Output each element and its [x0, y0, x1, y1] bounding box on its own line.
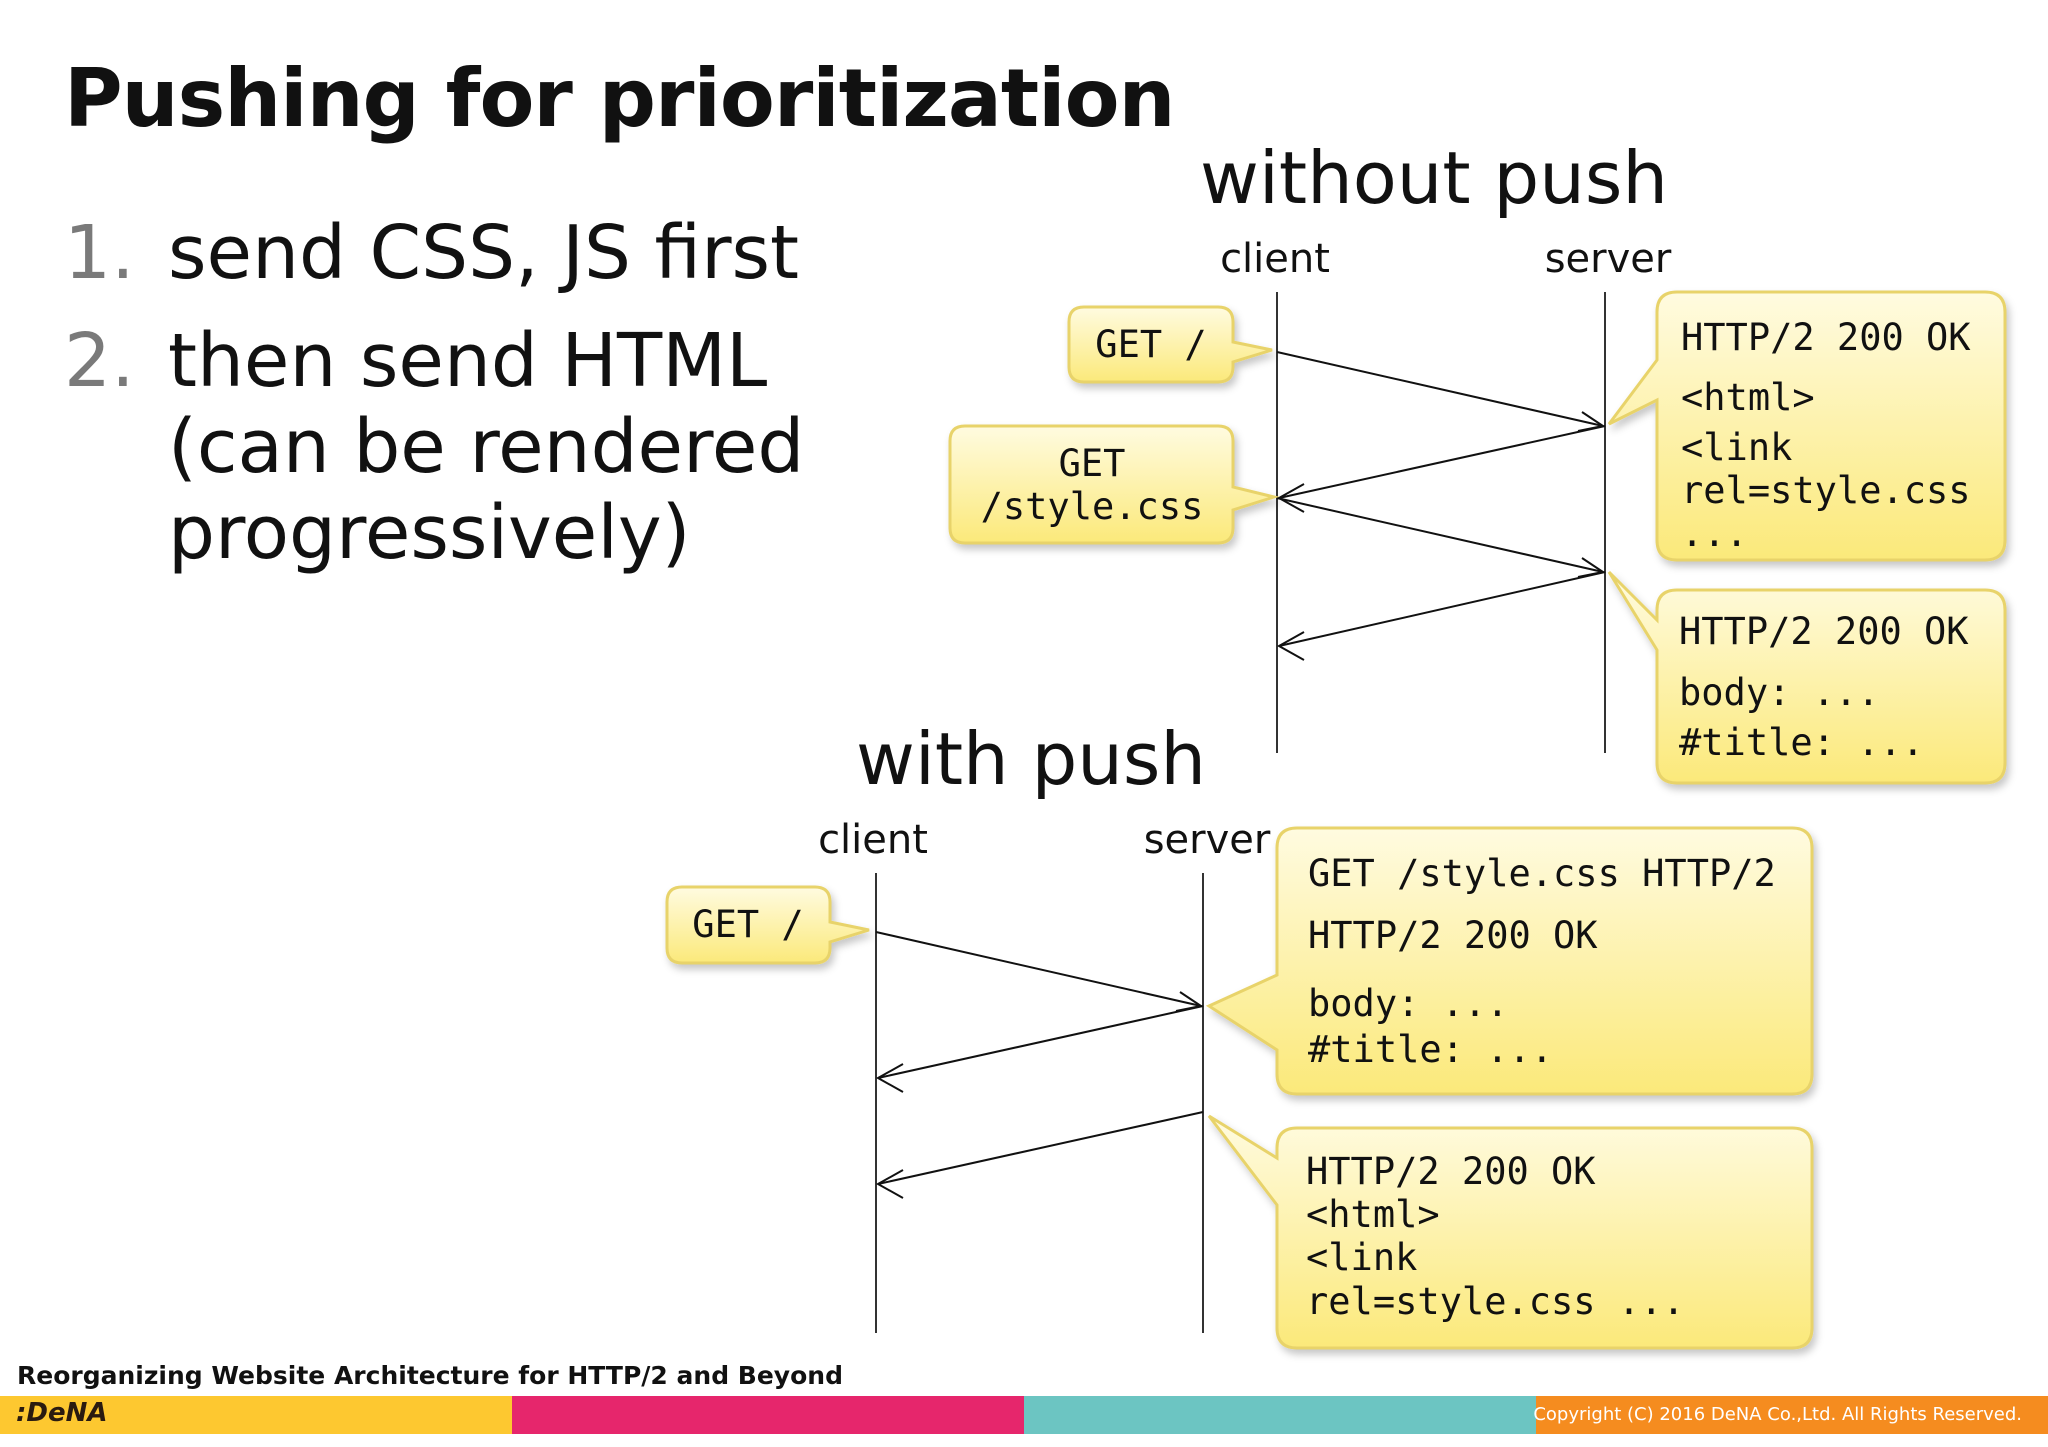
with-push-heading: with push — [856, 717, 1206, 801]
bubble-text: <link — [1306, 1236, 1417, 1279]
bubble-text: HTTP/2 200 OK — [1681, 316, 1971, 359]
speech-bubble: GET /style.css — [948, 424, 1280, 545]
speech-bubble: GET / — [1067, 305, 1273, 384]
bubble-text: GET / — [692, 903, 803, 946]
server-label: server — [1545, 236, 1672, 282]
speech-bubble: HTTP/2 200 OK <html> <link rel=style.css… — [1207, 1114, 1814, 1350]
speech-bubble: HTTP/2 200 OK <html> <link rel=style.css… — [1607, 290, 2007, 562]
dena-logo: :DeNA — [16, 1398, 108, 1428]
bullet-text: then send HTML — [168, 318, 768, 404]
bubble-text: body: ... — [1308, 982, 1508, 1025]
message-arrow — [1276, 425, 1606, 513]
copyright-notice: Copyright (C) 2016 DeNA Co.,Ltd. All Rig… — [1533, 1404, 2022, 1425]
bubble-text: GET /style.css HTTP/2 — [1308, 852, 1776, 895]
bubble-text: rel=style.css ... — [1306, 1280, 1685, 1323]
message-arrow — [875, 931, 1204, 1012]
footer-band — [1536, 1396, 2048, 1434]
footer-band — [1024, 1396, 1536, 1434]
bubble-text: ... — [1681, 512, 1748, 555]
footer-caption: Reorganizing Website Architecture for HT… — [17, 1361, 843, 1390]
footer-band — [512, 1396, 1024, 1434]
bubble-text: #title: ... — [1679, 721, 1924, 764]
bullet-text: (can be rendered — [168, 404, 805, 490]
without-push-diagram: without push client server GET / — [948, 136, 2007, 785]
message-arrow — [875, 1005, 1204, 1093]
speech-bubble: HTTP/2 200 OK body: ... #title: ... — [1607, 570, 2007, 785]
server-label: server — [1144, 817, 1271, 863]
footer-color-bar: :DeNA Copyright (C) 2016 DeNA Co.,Ltd. A… — [0, 1396, 2048, 1434]
bubble-text: <link — [1681, 426, 1792, 469]
bullet-number: 1. — [64, 210, 135, 296]
bubble-text: GET / — [1095, 323, 1206, 366]
client-label: client — [818, 817, 928, 863]
bubble-text: /style.css — [981, 485, 1204, 528]
message-arrow — [875, 1111, 1204, 1199]
message-arrow — [1276, 571, 1606, 661]
without-push-heading: without push — [1200, 136, 1668, 220]
bubble-text: rel=style.css — [1681, 469, 1971, 512]
speech-bubble: GET / — [665, 885, 870, 965]
bubble-text: HTTP/2 200 OK — [1679, 610, 1969, 653]
bubble-text: body: ... — [1679, 671, 1879, 714]
bullet-text: send CSS, JS first — [168, 210, 800, 296]
speech-bubble: GET /style.css HTTP/2 HTTP/2 200 OK body… — [1205, 826, 1814, 1096]
bubble-text: GET — [1059, 442, 1126, 485]
bubble-text: #title: ... — [1308, 1028, 1553, 1071]
with-push-diagram: with push client server GET / GET /style… — [665, 717, 1814, 1350]
bullet-text: progressively) — [168, 490, 691, 576]
client-label: client — [1220, 236, 1330, 282]
footer-band — [0, 1396, 512, 1434]
message-arrow — [1276, 351, 1606, 432]
bubble-text: HTTP/2 200 OK — [1308, 914, 1598, 957]
message-arrow — [1276, 497, 1606, 578]
bubble-text: HTTP/2 200 OK — [1306, 1150, 1596, 1193]
slide-title: Pushing for prioritization — [64, 52, 1175, 145]
bullet-number: 2. — [64, 318, 135, 404]
bubble-text: <html> — [1306, 1193, 1440, 1236]
bubble-text: <html> — [1681, 376, 1815, 419]
